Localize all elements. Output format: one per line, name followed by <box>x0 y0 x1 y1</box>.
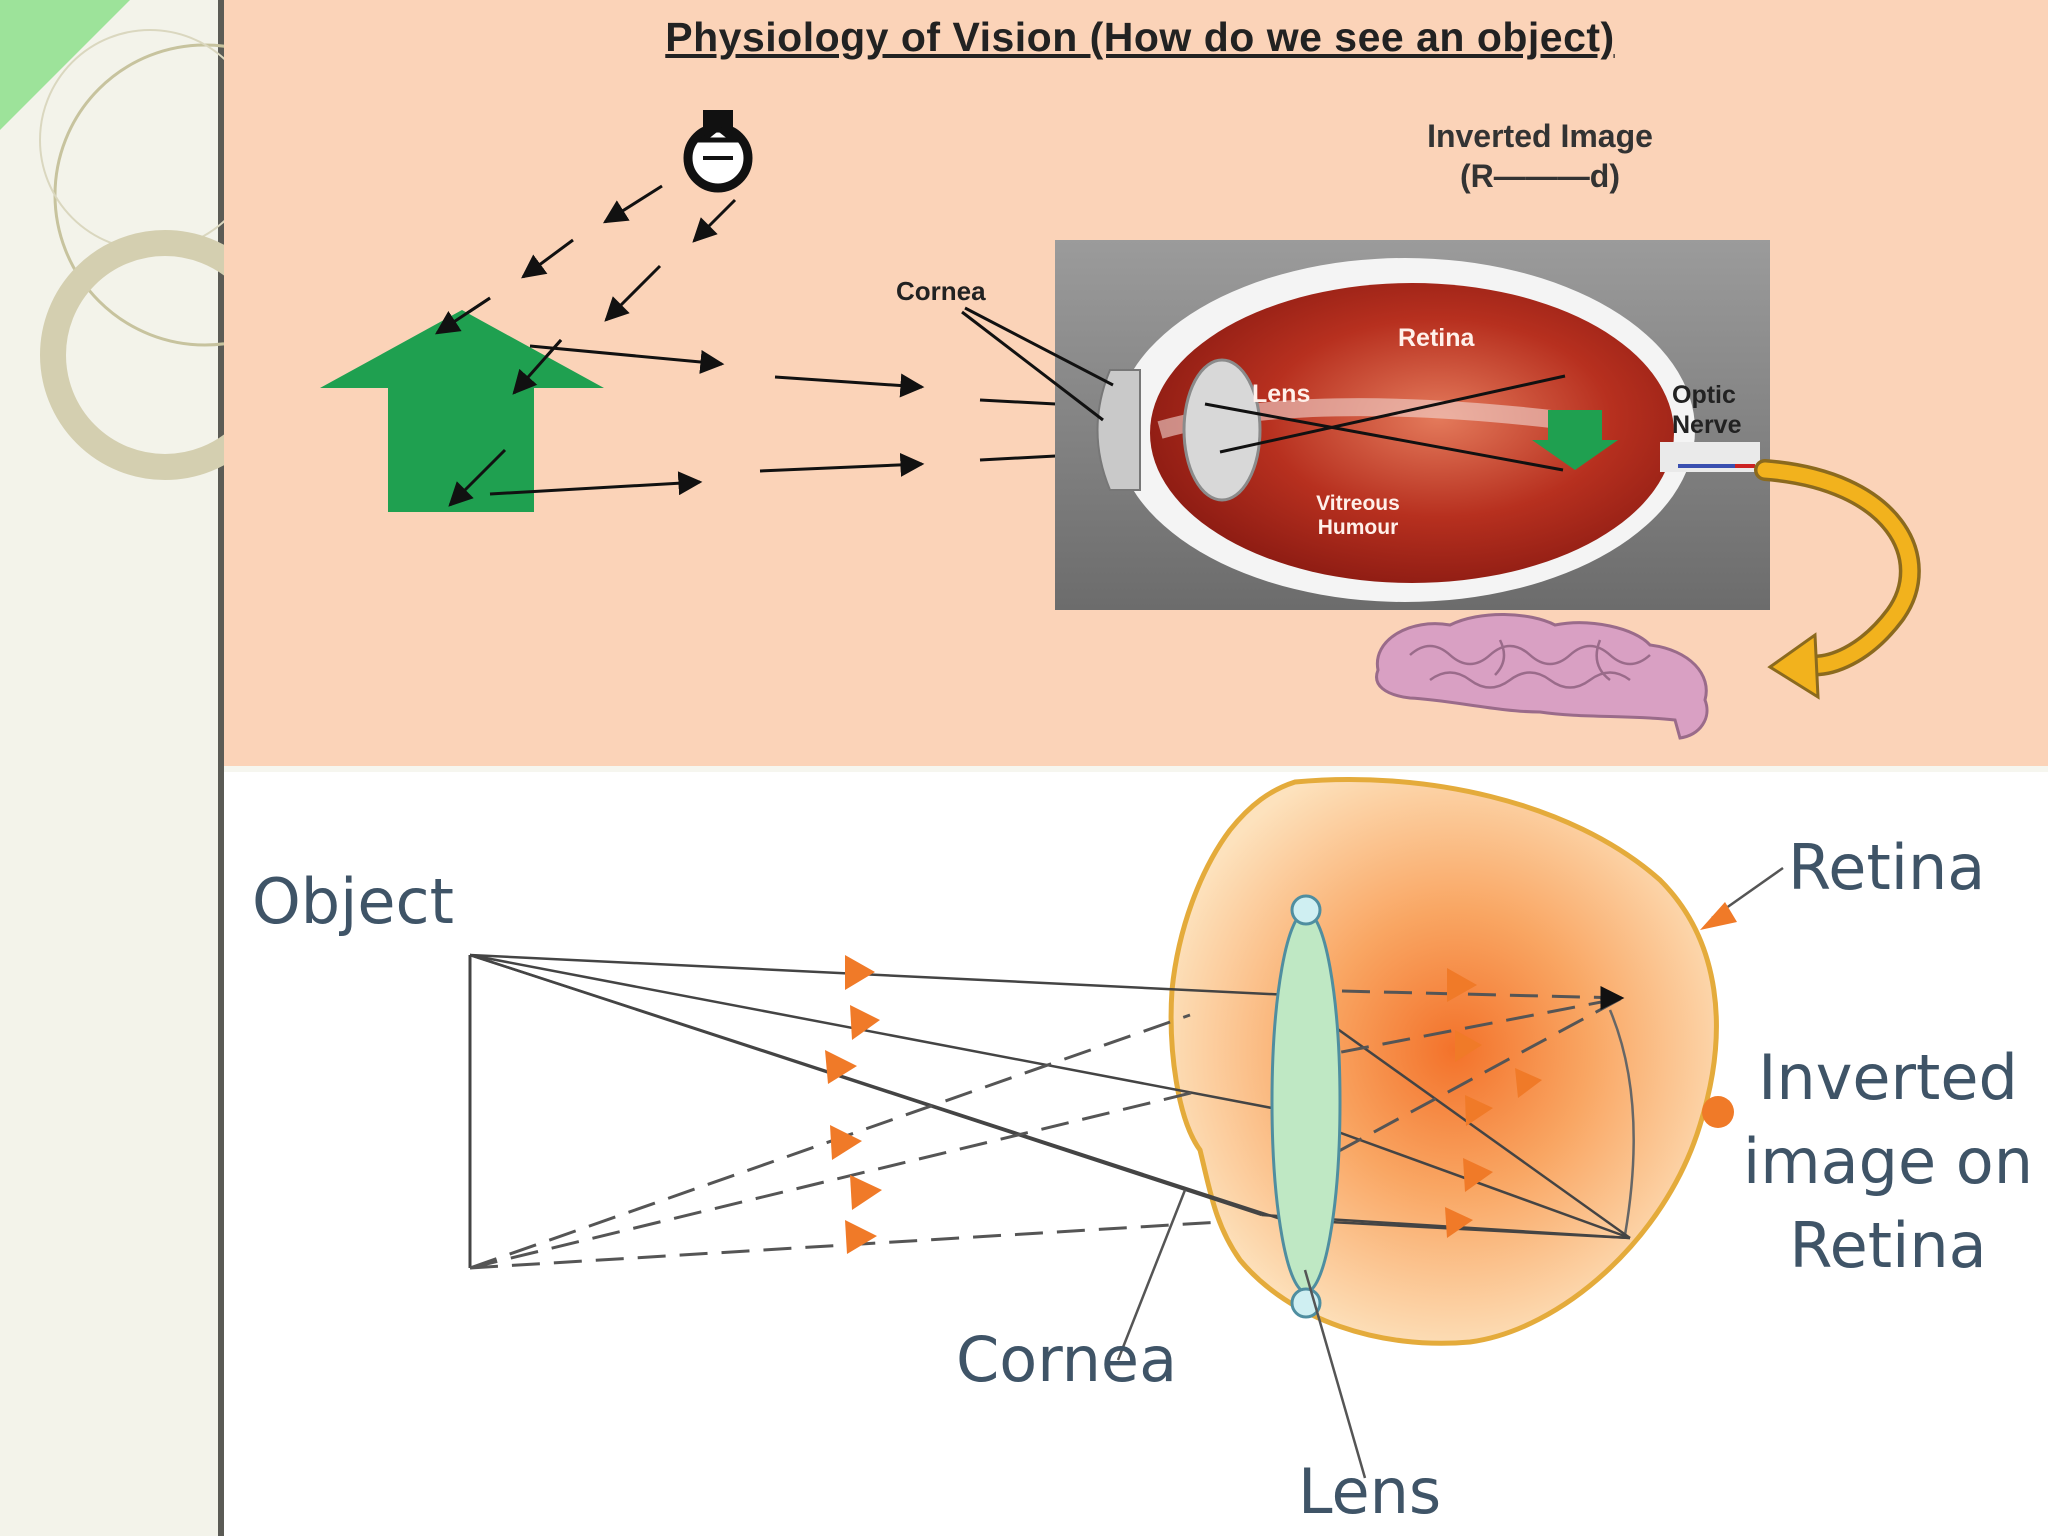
label-inverted-line1: Inverted <box>1758 1041 2018 1114</box>
label-humour: Humour <box>1317 516 1399 539</box>
inverted-image-arrow <box>1532 410 1618 470</box>
label-retina-bottom: Retina <box>1788 831 1986 904</box>
label-inverted-image-on-retina: Inverted image on Retina <box>1728 1036 2048 1288</box>
eye-cross-section <box>1055 240 1770 610</box>
label-lens-top: Lens <box>1252 380 1311 408</box>
inverted-image-heading-line1: Inverted Image <box>1427 118 1653 154</box>
inverted-image-heading-line2: (R———d) <box>1460 158 1620 194</box>
label-inverted-line2: image on <box>1742 1125 2034 1198</box>
label-cornea-bottom: Cornea <box>956 1323 1178 1396</box>
ray-arrowheads <box>825 955 1542 1254</box>
upward-arrow-icon <box>320 310 604 512</box>
lens-shape <box>1270 894 1342 1319</box>
inverted-image-heading: Inverted Image (R———d) <box>1340 116 1740 196</box>
brain-icon <box>1375 613 1709 740</box>
curved-arrow-icon <box>1754 459 1921 700</box>
light-bulb-icon <box>683 110 753 193</box>
label-vitreous-humour: Vitreous Humour <box>1296 492 1420 540</box>
label-optic: Optic <box>1672 381 1736 409</box>
label-retina-top: Retina <box>1398 324 1475 352</box>
label-cornea-top: Cornea <box>896 276 986 306</box>
sidebar-divider <box>218 0 224 1536</box>
inverted-image-marker <box>1702 1096 1734 1128</box>
label-object: Object <box>252 865 454 938</box>
label-optic-nerve: Optic Nerve <box>1672 380 1742 440</box>
retina-arc <box>1608 1009 1635 1236</box>
label-vitreous: Vitreous <box>1316 492 1400 515</box>
eyeball-outline <box>1168 776 1719 1346</box>
page-title: Physiology of Vision (How do we see an o… <box>665 14 1615 60</box>
label-inverted-line3: Retina <box>1789 1209 1987 1282</box>
decorative-circles <box>0 0 224 480</box>
label-lens-bottom: Lens <box>1298 1455 1442 1528</box>
bottom-diagram-panel <box>224 772 2048 1536</box>
label-nerve: Nerve <box>1672 411 1742 439</box>
